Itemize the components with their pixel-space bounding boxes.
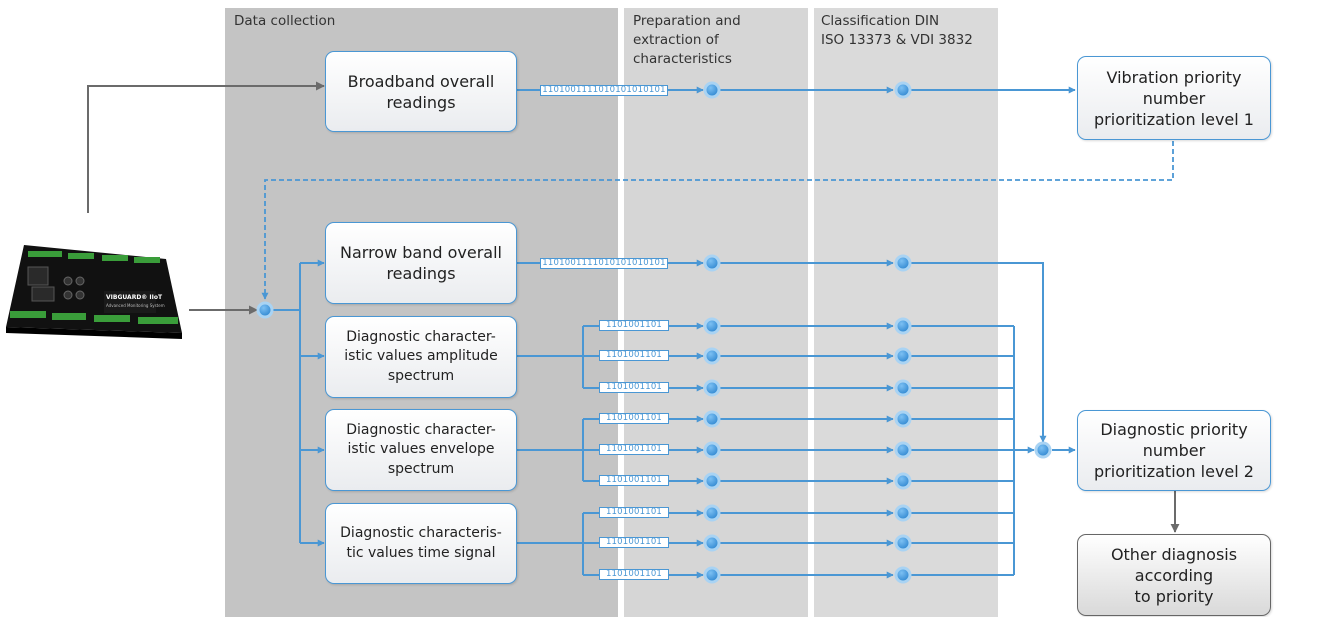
flow-node	[703, 410, 721, 428]
flow-node	[703, 566, 721, 584]
stage-label-data-collection: Data collection	[234, 13, 336, 29]
flow-node	[894, 347, 912, 365]
flow-node	[703, 534, 721, 552]
amplitude-spectrum-box: Diagnostic character- istic values ampli…	[325, 316, 517, 398]
envelope-spectrum-box: Diagnostic character- istic values envel…	[325, 409, 517, 491]
device-to-broadband-arrow	[87, 81, 325, 213]
bitstream-tag-diagnostic: 1101001101	[599, 537, 669, 548]
bitstream-tag-diagnostic: 1101001101	[599, 413, 669, 424]
flow-node	[894, 472, 912, 490]
stage-label-preparation: Preparation and extraction of characteri…	[633, 13, 741, 67]
vibguard-device-image: VIBGUARD® IIoT Advanced Monitoring Syste…	[6, 245, 182, 339]
flow-node	[256, 301, 274, 319]
flow-node	[703, 81, 721, 99]
feedback-dashed-line	[261, 141, 1174, 300]
stage-label-classification: Classification DIN ISO 13373 & VDI 3832	[821, 13, 973, 48]
bitstream-tag-narrowband: 1101001111010101010101	[540, 258, 668, 269]
diagnostic-priority-box: Diagnostic priority number prioritizatio…	[1077, 410, 1271, 491]
flow-node	[703, 254, 721, 272]
bitstream-tag-diagnostic: 1101001101	[599, 569, 669, 580]
flow-node	[703, 317, 721, 335]
flow-node	[703, 347, 721, 365]
flow-node	[894, 254, 912, 272]
flow-node	[703, 441, 721, 459]
bitstream-tag-diagnostic: 1101001101	[599, 507, 669, 518]
flow-node	[703, 504, 721, 522]
vibration-priority-box: Vibration priority number prioritization…	[1077, 56, 1271, 140]
flow-node	[894, 317, 912, 335]
flow-node	[894, 504, 912, 522]
device-subtitle-text: Advanced Monitoring System	[106, 303, 165, 308]
bitstream-tag-diagnostic: 1101001101	[599, 444, 669, 455]
flow-node	[894, 566, 912, 584]
device-brand-text: VIBGUARD® IIoT	[106, 294, 163, 301]
bitstream-tag-diagnostic: 1101001101	[599, 475, 669, 486]
bitstream-tag-diagnostic: 1101001101	[599, 320, 669, 331]
broadband-readings-box: Broadband overall readings	[325, 51, 517, 132]
other-diagnosis-box: Other diagnosis according to priority	[1077, 534, 1271, 616]
flow-node	[894, 534, 912, 552]
flow-node	[894, 441, 912, 459]
time-signal-box: Diagnostic characteris- tic values time …	[325, 503, 517, 584]
flow-node	[1034, 441, 1052, 459]
flow-node	[894, 410, 912, 428]
flow-node	[894, 379, 912, 397]
bitstream-tag-broadband: 1101001111010101010101	[540, 85, 668, 96]
bitstream-tag-diagnostic: 1101001101	[599, 350, 669, 361]
flow-node	[703, 472, 721, 490]
flow-node	[894, 81, 912, 99]
narrowband-readings-box: Narrow band overall readings	[325, 222, 517, 304]
bitstream-tag-diagnostic: 1101001101	[599, 382, 669, 393]
flow-node	[703, 379, 721, 397]
